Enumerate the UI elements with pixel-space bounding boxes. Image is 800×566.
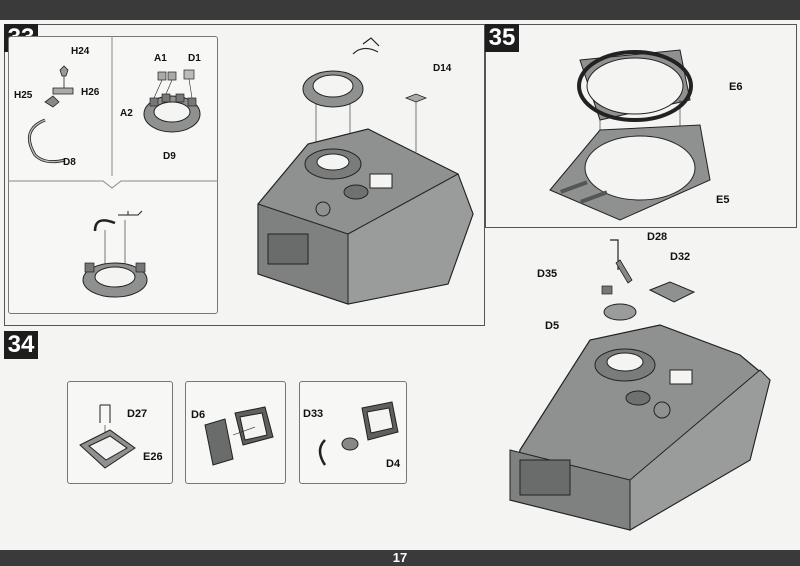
label-d14: D14 [433, 63, 452, 74]
step-35-number: 35 [485, 24, 519, 52]
label-d32: D32 [670, 251, 691, 263]
label-e5: E5 [716, 194, 730, 206]
step-34-number: 34 [4, 331, 38, 359]
hatch-d33-d4 [318, 401, 399, 466]
hatch-d27-e26 [79, 404, 136, 469]
label-a2: A2 [120, 108, 133, 119]
hull-assembly-33 [257, 37, 474, 305]
label-a1: A1 [154, 53, 167, 64]
label-d27: D27 [127, 408, 148, 420]
step-34-box-1 [67, 381, 173, 484]
turret-ring-assembly-35 [549, 49, 711, 221]
label-d28: D28 [647, 231, 668, 243]
label-d35: D35 [537, 268, 558, 280]
label-h26: H26 [81, 87, 100, 98]
hull-assembly-35 [509, 239, 771, 531]
label-d5: D5 [545, 320, 560, 332]
label-h24: H24 [71, 46, 90, 57]
label-d33: D33 [303, 408, 324, 420]
combined-cupola-assembly [82, 210, 148, 298]
label-d9: D9 [163, 151, 176, 162]
step-33-panel [4, 24, 485, 326]
step-35-panel [485, 24, 797, 228]
page-number: 17 [392, 550, 408, 565]
label-d6: D6 [191, 409, 206, 421]
label-d1: D1 [188, 53, 201, 64]
step-33-subpanel-divider [8, 36, 218, 189]
hatch-d6 [204, 406, 274, 466]
hatch-handle-parts [27, 65, 74, 164]
top-band [0, 0, 800, 20]
label-e6: E6 [729, 81, 743, 93]
periscope-ring-d9 [143, 69, 201, 133]
label-e26: E26 [143, 451, 163, 463]
step-34-box-2 [185, 381, 286, 484]
label-d8: D8 [63, 157, 76, 168]
bottom-band [0, 550, 800, 566]
label-h25: H25 [14, 90, 33, 101]
label-d4: D4 [386, 458, 401, 470]
